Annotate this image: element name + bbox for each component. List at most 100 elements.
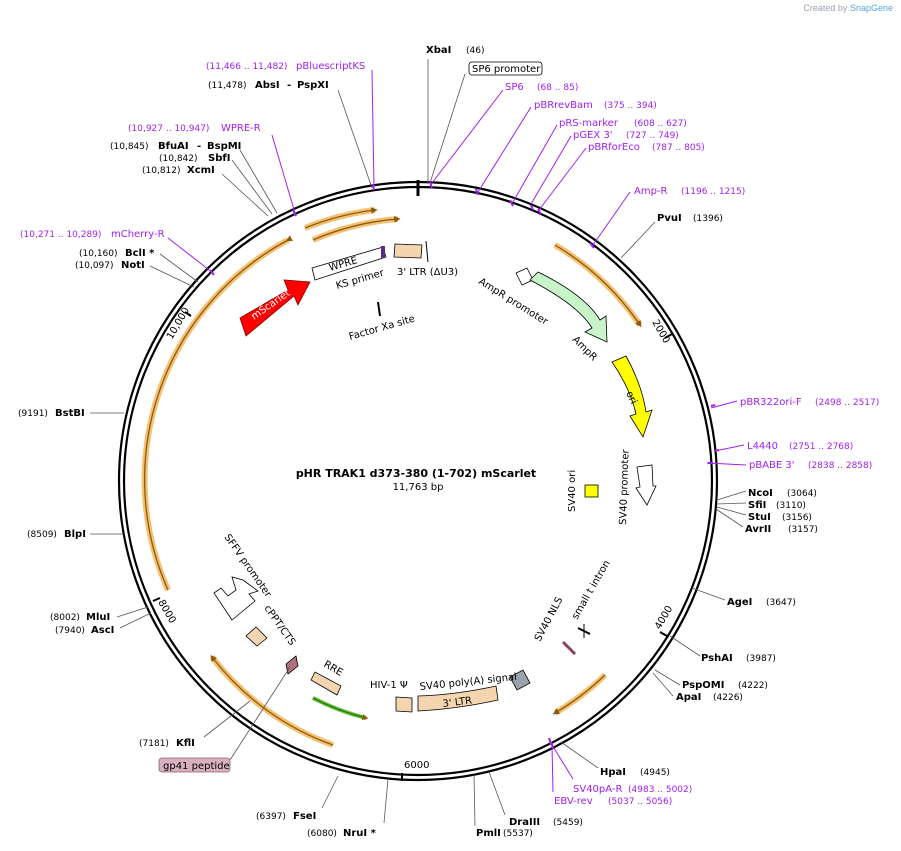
svg-text:HIV-1 Ψ: HIV-1 Ψ bbox=[370, 680, 408, 691]
primer-pbabe3: pBABE 3' (2838 .. 2858) bbox=[706, 460, 872, 471]
mscarlet-arrow: mScarlet bbox=[239, 279, 311, 337]
svg-text:(727 .. 749): (727 .. 749) bbox=[626, 131, 679, 141]
svg-text:(3647): (3647) bbox=[766, 598, 796, 608]
sv40-ori-feature: SV40 ori bbox=[567, 470, 599, 512]
enzyme-draiii: DraIII (5459) bbox=[488, 771, 583, 828]
primer-ebv-rev: EBV-rev (5037 .. 5056) bbox=[551, 744, 672, 807]
svg-text:(2751 .. 2768): (2751 .. 2768) bbox=[789, 442, 853, 452]
svg-text:3' LTR: 3' LTR bbox=[442, 695, 473, 710]
sv40-promoter-feature: SV40 promoter bbox=[618, 448, 657, 525]
primer-amp-r: Amp-R (1196 .. 1215) bbox=[592, 186, 745, 246]
svg-text:AgeI: AgeI bbox=[727, 597, 752, 608]
plasmid-name: pHR TRAK1 d373-380 (1-702) mScarlet bbox=[296, 467, 536, 480]
enzyme-bstbi: (9191) BstBI bbox=[18, 408, 124, 419]
svg-text:(8509): (8509) bbox=[27, 530, 57, 540]
svg-text:(6397): (6397) bbox=[256, 812, 286, 822]
enzyme-absi-pspxi: (11,478) AbsI - PspXI bbox=[208, 80, 373, 189]
svg-text:(7940): (7940) bbox=[55, 626, 85, 636]
feature-gp41-peptide: gp41 peptide bbox=[158, 666, 291, 773]
enzyme-hpai: HpaI (4945) bbox=[560, 741, 670, 778]
svg-text:(46): (46) bbox=[466, 46, 484, 56]
svg-text:(8002): (8002) bbox=[50, 613, 80, 623]
svg-text:PshAI: PshAI bbox=[701, 653, 733, 664]
svg-text:(3987): (3987) bbox=[746, 654, 776, 664]
svg-text:PspOMI: PspOMI bbox=[682, 680, 724, 691]
svg-text:(4222): (4222) bbox=[738, 681, 768, 691]
svg-text:3' LTR (ΔU3): 3' LTR (ΔU3) bbox=[397, 267, 458, 278]
enzyme-pshai: PshAI (3987) bbox=[669, 635, 776, 664]
svg-text:(3064): (3064) bbox=[787, 489, 817, 499]
svg-text:-: - bbox=[197, 141, 201, 152]
svg-text:KflI: KflI bbox=[176, 738, 195, 749]
svg-text:NcoI: NcoI bbox=[748, 488, 773, 499]
enzyme-mlui: (8002) MluI bbox=[50, 606, 149, 623]
primer-pgex3: pGEX 3' (727 .. 749) bbox=[530, 130, 679, 205]
svg-text:L4440: L4440 bbox=[747, 441, 778, 452]
svg-text:(2498 .. 2517): (2498 .. 2517) bbox=[815, 398, 879, 408]
primer-prs-marker: pRS-marker (608 .. 627) bbox=[512, 118, 687, 203]
svg-text:AscI: AscI bbox=[91, 625, 114, 636]
svg-text:(375 .. 394): (375 .. 394) bbox=[604, 101, 657, 111]
tick-2000: 2000 bbox=[649, 318, 673, 346]
svg-text:BstBI: BstBI bbox=[55, 408, 85, 419]
enzyme-noti: (10,097) NotI bbox=[75, 260, 195, 288]
ori-feature: ori bbox=[611, 355, 653, 438]
primer-wpre-r: (10,927 .. 10,947) WPRE-R bbox=[128, 123, 296, 214]
svg-text:WPRE-R: WPRE-R bbox=[221, 123, 261, 134]
snapgene-credit: Created by SnapGene bbox=[803, 3, 893, 13]
svg-text:pBluescriptKS: pBluescriptKS bbox=[296, 61, 365, 72]
enzyme-agei: AgeI (3647) bbox=[691, 587, 796, 608]
enzyme-asci: (7940) AscI bbox=[55, 612, 152, 636]
svg-text:ori: ori bbox=[623, 390, 638, 406]
primer-marks bbox=[209, 181, 720, 749]
svg-text:PvuI: PvuI bbox=[657, 213, 682, 224]
svg-text:(9191): (9191) bbox=[18, 409, 48, 419]
enzyme-sfii: SfiI (3110) bbox=[716, 500, 806, 511]
svg-text:(3110): (3110) bbox=[776, 501, 806, 511]
svg-text:SV40 ori: SV40 ori bbox=[567, 470, 578, 512]
enzyme-pmli: PmlI (5537) bbox=[473, 774, 533, 839]
svg-text:FseI: FseI bbox=[293, 811, 316, 822]
enzyme-sbfi: (10,842) SbfI bbox=[159, 153, 273, 215]
tick-8000: 8000 bbox=[152, 597, 178, 626]
hiv-psi-feature: HIV-1 Ψ bbox=[370, 680, 413, 713]
sv40-nls-feature: SV40 NLS bbox=[533, 595, 577, 656]
svg-text:SP6: SP6 bbox=[505, 82, 524, 93]
enzyme-pspomi: PspOMI (4222) bbox=[654, 669, 768, 691]
svg-text:(10,842): (10,842) bbox=[159, 154, 198, 164]
svg-text:XbaI: XbaI bbox=[426, 45, 451, 56]
primer-pbr322ori-f: pBR322ori-F (2498 .. 2517) bbox=[710, 397, 879, 409]
credit-prefix: Created by bbox=[803, 3, 848, 13]
svg-text:RRE: RRE bbox=[322, 659, 345, 679]
svg-text:(10,271 .. 10,289): (10,271 .. 10,289) bbox=[20, 230, 101, 240]
svg-text:(5537): (5537) bbox=[503, 829, 533, 839]
enzyme-fsei: (6397) FseI bbox=[256, 775, 339, 822]
svg-text:BlpI: BlpI bbox=[64, 529, 86, 540]
enzyme-apai: ApaI (4226) bbox=[652, 672, 743, 703]
small-t-intron-feature: small t intron bbox=[570, 559, 613, 638]
svg-text:NruI *: NruI * bbox=[343, 828, 377, 839]
svg-text:StuI: StuI bbox=[748, 512, 771, 523]
orf-arcs bbox=[141, 207, 643, 748]
enzyme-xbai: XbaI (46) bbox=[426, 45, 484, 183]
ltr3-feature: 3' LTR (ΔU3) bbox=[393, 240, 458, 278]
svg-text:PmlI: PmlI bbox=[476, 828, 501, 839]
svg-text:(7181): (7181) bbox=[139, 739, 169, 749]
svg-text:ApaI: ApaI bbox=[676, 692, 701, 703]
primer-sp6: SP6 (68 .. 85) bbox=[431, 82, 578, 184]
svg-text:PspXI: PspXI bbox=[297, 80, 329, 91]
svg-text:mScarlet: mScarlet bbox=[249, 288, 292, 323]
svg-text:SP6 promoter: SP6 promoter bbox=[472, 64, 541, 75]
svg-text:EBV-rev: EBV-rev bbox=[554, 796, 593, 807]
svg-text:(3156): (3156) bbox=[782, 513, 812, 523]
svg-text:(4983 .. 5002): (4983 .. 5002) bbox=[628, 785, 692, 795]
svg-text:(6080): (6080) bbox=[307, 829, 337, 839]
svg-text:(1396): (1396) bbox=[693, 214, 723, 224]
rre-feature: RRE bbox=[310, 659, 345, 696]
ltr3-b-feature: 3' LTR bbox=[417, 685, 499, 712]
svg-text:pGEX 3': pGEX 3' bbox=[573, 130, 613, 141]
svg-text:AmpR: AmpR bbox=[570, 334, 599, 363]
svg-text:(10,927 .. 10,947): (10,927 .. 10,947) bbox=[128, 124, 209, 134]
primer-pbrforeco: pBRforEco (787 .. 805) bbox=[538, 142, 705, 211]
feature-sp6-promoter: SP6 promoter bbox=[429, 61, 543, 184]
